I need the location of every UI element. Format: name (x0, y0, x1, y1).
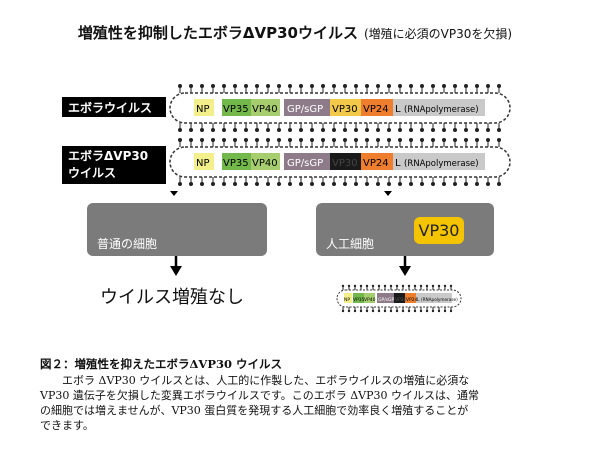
gene-label-vp40-3: VP40 (364, 297, 376, 303)
gene-vp35-1 (222, 99, 251, 116)
caption-line-4: できます。 (40, 419, 94, 432)
title-sub: (増殖に必須のVP30を欠損) (364, 27, 513, 41)
gene-label-vp35-3: VP35 (353, 297, 365, 303)
virion-spikes-3 (341, 284, 453, 313)
label-ebola-text: エボラウイルス (68, 100, 153, 115)
virion-spikes-1 (178, 84, 501, 132)
gene-label-vp30-1: VP30 (332, 104, 358, 115)
gene-label-vp40-1: VP40 (252, 104, 278, 115)
virion-spikes-2 (178, 138, 501, 186)
artificial-cell: 人工細胞 VP30 (316, 203, 494, 256)
vp30-protein-badge: VP30 (414, 217, 464, 244)
gene-gp-2 (284, 153, 330, 170)
no-replication-result: ウイルス増殖なし (100, 287, 244, 308)
gene-label-l-3: L (417, 297, 420, 303)
gene-label-vp40-2: VP40 (252, 158, 278, 169)
gene-vp30-deleted-3 (394, 293, 405, 303)
gene-label-vp35-1: VP35 (223, 104, 249, 115)
normal-cell: 普通の細胞 (87, 203, 267, 256)
gene-vp24-3 (405, 293, 416, 303)
gene-vp35-3 (353, 293, 364, 303)
vp30-badge-text: VP30 (418, 221, 460, 240)
diagram-title: 増殖性を抑制したエボラΔVP30ウイルス (増殖に必須のVP30を欠損) (0, 22, 590, 43)
caption-line-3: の細胞では増えませんが、VP30 蛋白質を発現する人工細胞で効率良く増殖すること… (40, 404, 469, 417)
label-delta-vp30-virus: エボラΔVP30 ウイルス (62, 146, 166, 184)
title-main: 増殖性を抑制したエボラΔVP30ウイルス (77, 24, 358, 42)
gene-vp35-2 (222, 153, 251, 170)
figure-caption-title: 図２：増殖性を抑えたエボラΔVP30 ウイルス (40, 357, 282, 371)
gene-label-vp24-2: VP24 (363, 158, 389, 169)
arrowhead-to-normal-cell (170, 191, 178, 196)
gene-vp40-3 (364, 293, 375, 303)
gene-l-1 (393, 99, 485, 116)
gene-label-lnote-2: (RNApolymerase) (404, 159, 479, 169)
gene-label-lnote-1: (RNApolymerase) (404, 105, 479, 115)
gene-np-2 (194, 153, 214, 170)
gene-label-gp-2: GP/sGP (287, 158, 323, 169)
gene-vp30-1 (330, 99, 361, 116)
gene-label-np-1: NP (196, 104, 210, 115)
gene-label-gp-3: GP/sGP (378, 297, 395, 303)
gene-vp24-2 (361, 153, 393, 170)
gene-vp24-1 (361, 99, 393, 116)
gene-gp-3 (377, 293, 394, 303)
gene-l-3 (416, 293, 452, 303)
gene-label-l-1: L (395, 104, 401, 115)
arrowhead-to-artificial-cell (384, 191, 392, 196)
gene-label-np-2: NP (196, 158, 210, 169)
gene-label-l-2: L (395, 158, 401, 169)
gene-label-vp35-2: VP35 (223, 158, 249, 169)
gene-vp40-1 (251, 99, 280, 116)
gene-label-vp24-3: VP24 (406, 297, 418, 303)
figure-caption-body: エボラ ΔVP30 ウイルスとは、人工的に作製した、エボラウイルスの増殖に必須な… (40, 373, 580, 433)
gene-label-np-3: NP (344, 297, 350, 303)
gene-label-vp24-1: VP24 (363, 104, 389, 115)
gene-label-lnote-3: (RNApolymerase) (421, 297, 458, 302)
gene-label-vp30-deleted-2: VP30 (332, 158, 358, 169)
ebola-virion: NP VP35 VP40 GP/sGP VP30 VP24 L (RNApoly… (169, 84, 511, 132)
arrow-artificial-result (399, 256, 411, 276)
gene-label-vp30-deleted-3: VP30 (395, 297, 407, 303)
gene-gp-1 (284, 99, 330, 116)
gene-label-gp-1: GP/sGP (287, 104, 323, 115)
label-delta-line1: エボラΔVP30 (68, 149, 149, 163)
gene-vp30-deleted-2 (330, 153, 361, 170)
label-ebola-virus: エボラウイルス (62, 97, 166, 117)
gene-l-2 (393, 153, 485, 170)
delta-vp30-virion: NP VP35 VP40 GP/sGP VP30 VP24 L (RNApoly… (169, 138, 511, 186)
gene-np-3 (344, 293, 352, 303)
normal-cell-label: 普通の細胞 (97, 237, 158, 251)
progeny-virion: NP VP35 VP40 GP/sGP VP30 VP24 L (RNApoly… (336, 284, 462, 313)
label-delta-line2: ウイルス (68, 166, 117, 180)
artificial-cell-label: 人工細胞 (326, 237, 375, 251)
caption-line-1: エボラ ΔVP30 ウイルスとは、人工的に作製した、エボラウイルスの増殖に必須な (62, 374, 470, 387)
caption-line-2: VP30 遺伝子を欠損した変異エボラウイルスです。このエボラ ΔVP30 ウイル… (40, 389, 480, 402)
gene-vp40-2 (251, 153, 280, 170)
arrow-normal-result (170, 256, 182, 276)
gene-np-1 (194, 99, 214, 116)
